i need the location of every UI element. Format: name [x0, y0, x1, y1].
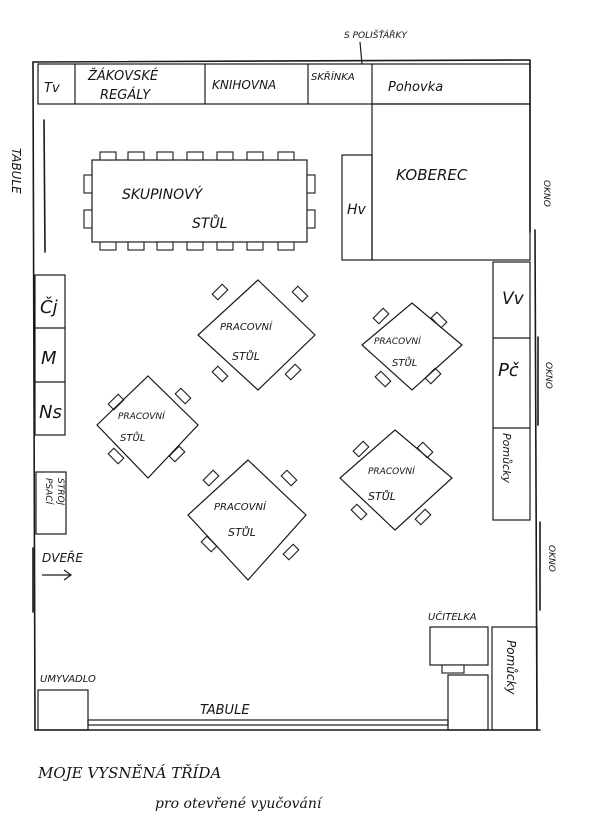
cj-label: Čj — [40, 296, 58, 318]
pohovka-label: Pohovka — [388, 80, 443, 95]
skupinovy-stul-label-2: STŮL — [192, 214, 228, 232]
tabule-bottom-board — [87, 719, 449, 726]
umyvadlo-label: UMYVADLO — [40, 674, 96, 685]
umyvadlo — [37, 689, 89, 731]
pracovni-stul-5 — [187, 459, 307, 581]
hv-cabinet — [341, 154, 373, 261]
tabule-left-board — [43, 119, 46, 253]
zakovske-regaly-label-1: ŽÁKOVSKÉ — [87, 68, 159, 84]
pracovni-stul-1-label-1: PRACOVNÍ — [220, 320, 273, 333]
psaci-stroj — [35, 471, 67, 535]
knihovna-label: KNIHOVNA — [212, 78, 276, 92]
right-wall-furniture — [492, 154, 541, 611]
vv-label: Vv — [502, 289, 525, 309]
psaci-stroj-label-2: STROJ — [55, 478, 65, 506]
tabule-bottom-label: TABULE — [200, 703, 250, 718]
okno-label-3: OKNO — [546, 545, 556, 572]
pracovni-stul-3-label-2: STŮL — [120, 431, 145, 444]
pomucky-cabinet — [491, 626, 538, 731]
m-label: M — [41, 348, 57, 369]
pracovni-stul-5-label-1: PRACOVNÍ — [214, 500, 267, 513]
pracovni-stul-4 — [339, 429, 453, 531]
ucitelka-desk — [429, 626, 489, 731]
tv-label: Tv — [44, 81, 60, 96]
dvere — [32, 547, 73, 613]
top-furniture-row — [37, 63, 531, 105]
pracovni-stul-4-label-1: PRACOVNÍ — [368, 465, 416, 477]
caption-subtitle: pro otevřené vyučování — [155, 796, 323, 812]
pc-label: Pč — [498, 360, 520, 381]
tabule-left-label: TABULE — [9, 148, 23, 194]
pracovni-stul-1 — [197, 279, 316, 391]
caption-title: MOJE VYSNĚNÁ TŘÍDA — [37, 764, 221, 782]
pracovni-stul-4-label-2: STŮL — [368, 490, 396, 503]
pracovni-stul-3 — [96, 375, 199, 479]
ucitelka-label: UČITELKA — [428, 610, 477, 623]
pracovni-stul-1-label-2: STŮL — [232, 350, 260, 363]
pracovni-stul-2-label-1: PRACOVNÍ — [374, 335, 422, 347]
pomucky-label-1: Pomůcky — [500, 433, 513, 483]
psaci-stroj-label-1: PSACÍ — [43, 478, 55, 506]
dvere-label: DVEŘE — [42, 550, 83, 565]
pracovni-stul-2 — [361, 302, 463, 391]
zakovske-regaly-label-2: REGÁLY — [100, 87, 151, 103]
koberec-label: KOBEREC — [396, 166, 468, 184]
skrinka-label: SKŘÍNKA — [311, 70, 355, 83]
pracovni-stul-3-label-1: PRACOVNÍ — [118, 410, 166, 422]
pracovni-stul-2-label-2: STŮL — [392, 356, 417, 369]
okno-label-1: OKNO — [541, 180, 551, 207]
hv-label: Hv — [347, 202, 367, 218]
pomucky-label-2: Pomůcky — [504, 640, 518, 695]
politarky-label: S POLIŠŤÁŘKY — [344, 29, 408, 41]
skupinovy-stul-label-1: SKUPINOVÝ — [122, 186, 204, 203]
left-cabinets — [34, 274, 66, 436]
pracovni-stul-5-label-2: STŮL — [228, 526, 256, 539]
okno-label-2: OKNO — [543, 362, 553, 389]
skupinovy-stul — [83, 151, 316, 251]
ns-label: Ns — [39, 402, 62, 423]
